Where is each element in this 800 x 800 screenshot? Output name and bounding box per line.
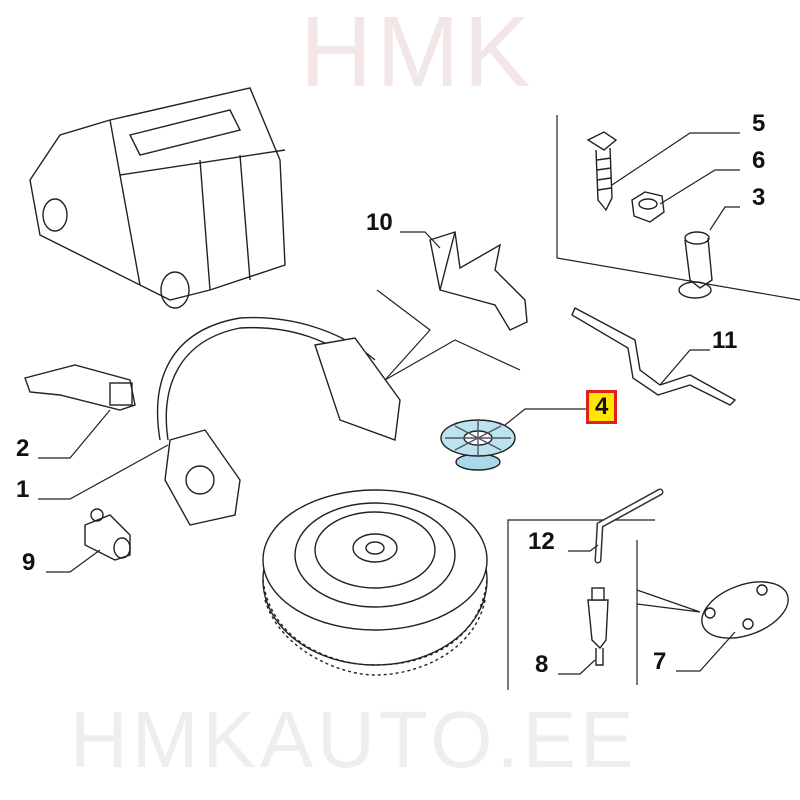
bracket-part-11 [571, 307, 737, 406]
part-label-7[interactable]: 7 [653, 648, 667, 675]
wrench-part-12 [594, 488, 664, 564]
part-label-4-highlighted[interactable]: 4 [586, 390, 618, 424]
plate-part-7 [701, 581, 789, 639]
part-label-2[interactable]: 2 [16, 435, 30, 462]
van-illustration [29, 87, 286, 309]
adapter-part-9 [84, 508, 131, 561]
watermark-top: HMK [300, 0, 535, 108]
part-label-8[interactable]: 8 [535, 651, 549, 678]
group-frame-top [556, 115, 800, 301]
part-label-11[interactable]: 11 [712, 327, 738, 354]
part-label-1[interactable]: 1 [16, 476, 30, 503]
bolt-part-8 [587, 587, 609, 666]
rivet-nut-part-3 [678, 231, 713, 299]
bracket-part-2 [24, 364, 136, 411]
part-label-12[interactable]: 12 [528, 528, 555, 555]
part-label-9[interactable]: 9 [22, 549, 36, 576]
bolt-part-5 [586, 131, 618, 212]
part-label-6[interactable]: 6 [752, 147, 766, 174]
watermark-bottom: HMKAUTO.EE [70, 695, 638, 784]
leader-lines [38, 132, 740, 675]
plug-part-4 [440, 419, 516, 471]
nut-part-6 [631, 191, 665, 223]
part-label-5[interactable]: 5 [752, 110, 766, 137]
winch-assembly-part-1 [154, 314, 401, 526]
bracket-part-10 [429, 231, 528, 331]
part-label-3[interactable]: 3 [752, 184, 766, 211]
part-label-10[interactable]: 10 [366, 209, 393, 236]
spare-wheel [262, 489, 488, 676]
